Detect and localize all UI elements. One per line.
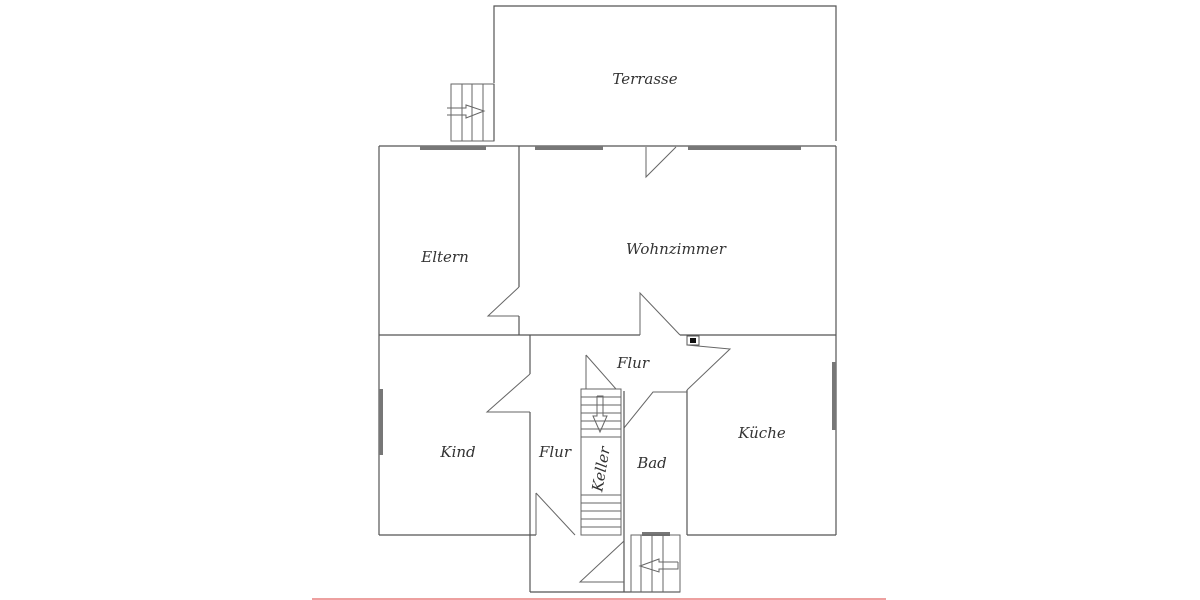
room-label-flur-oben: Flur — [616, 354, 650, 372]
terrace — [493, 5, 837, 141]
windows — [379, 146, 836, 536]
cellar-stairs — [580, 388, 622, 536]
middle-wall — [379, 291, 836, 336]
room-label-kueche: Küche — [737, 424, 786, 442]
entrance — [529, 492, 680, 593]
flur-door — [585, 354, 618, 390]
room-label-keller: Keller — [588, 444, 614, 494]
arrow-down-icon — [592, 395, 608, 434]
room-label-wohnzimmer: Wohnzimmer — [626, 240, 727, 258]
entrance-stairs — [630, 534, 681, 593]
arrow-right-icon — [447, 104, 486, 119]
room-label-kind: Kind — [439, 443, 475, 461]
room-label-eltern: Eltern — [420, 248, 468, 266]
eltern-wall — [486, 146, 520, 335]
terrace-door — [645, 146, 677, 179]
terrace-stairs — [447, 83, 495, 142]
chimney-icon — [686, 335, 700, 346]
kueche-door — [686, 344, 732, 535]
arrow-left-icon — [638, 558, 679, 573]
room-label-terrasse: Terrasse — [612, 70, 677, 88]
kind-wall — [485, 335, 531, 535]
room-label-bad: Bad — [636, 454, 667, 472]
bad-wall — [623, 391, 687, 592]
room-label-flur: Flur — [538, 443, 572, 461]
